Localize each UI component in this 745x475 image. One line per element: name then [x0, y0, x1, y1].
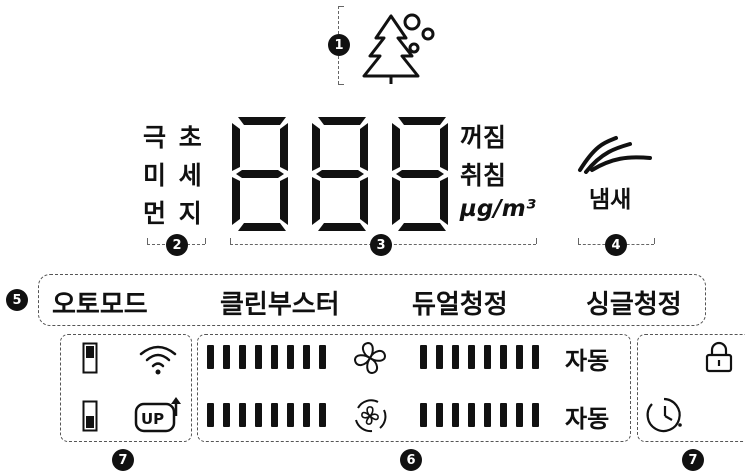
- odor-label: 냄새: [589, 187, 632, 213]
- fan-auto-label-bottom: 자동: [565, 405, 610, 433]
- mode-clean-booster[interactable]: 클린부스터: [220, 290, 340, 320]
- status-icon-group: [60, 334, 192, 442]
- fan-icon: [353, 341, 387, 375]
- callout-5: 5: [6, 289, 28, 311]
- status-sleep-label: 취침: [460, 161, 507, 190]
- callout-1: 1: [328, 34, 350, 56]
- mode-single-clean[interactable]: 싱글청정: [586, 290, 682, 320]
- filter-indicator-icon: [82, 342, 98, 374]
- fan-level-group: [197, 334, 631, 442]
- timer-icon: [646, 397, 682, 433]
- pm-label-line-1: 극 초: [143, 123, 204, 152]
- callout-3: 3: [370, 234, 392, 256]
- unit-label: µg/m³: [460, 196, 536, 222]
- fan-level-bars-right-top: [420, 345, 550, 369]
- filter-low-icon: [82, 400, 98, 432]
- callout-7-left: 7: [112, 449, 134, 471]
- up-update-icon: UP: [134, 397, 181, 433]
- fan-level-bars-left-bottom: [207, 403, 337, 427]
- fan-level-bars-right-bottom: [420, 403, 550, 427]
- svg-text:UP: UP: [141, 410, 164, 428]
- pm-label-line-3: 먼 지: [143, 199, 204, 228]
- lock-icon: [705, 341, 733, 373]
- mode-bar: [38, 274, 706, 326]
- mode-auto[interactable]: 오토모드: [52, 290, 148, 320]
- callout-2: 2: [166, 234, 188, 256]
- odor-waves-icon: [578, 136, 652, 174]
- callout-7-right: 7: [682, 449, 704, 471]
- lock-timer-group: [637, 334, 745, 442]
- fan-level-bars-left-top: [207, 345, 337, 369]
- fan-auto-label-top: 자동: [565, 347, 610, 375]
- mode-dual-clean[interactable]: 듀얼청정: [412, 290, 508, 320]
- tree-bubbles-icon: [362, 13, 435, 84]
- fan-circle-icon: [355, 399, 387, 433]
- callout-6: 6: [400, 449, 422, 471]
- callout-4: 4: [605, 234, 627, 256]
- pm-label-line-2: 미 세: [143, 161, 204, 190]
- pm-digit-display: [232, 117, 448, 231]
- wifi-icon: [139, 345, 177, 375]
- status-off-label: 꺼짐: [460, 123, 507, 152]
